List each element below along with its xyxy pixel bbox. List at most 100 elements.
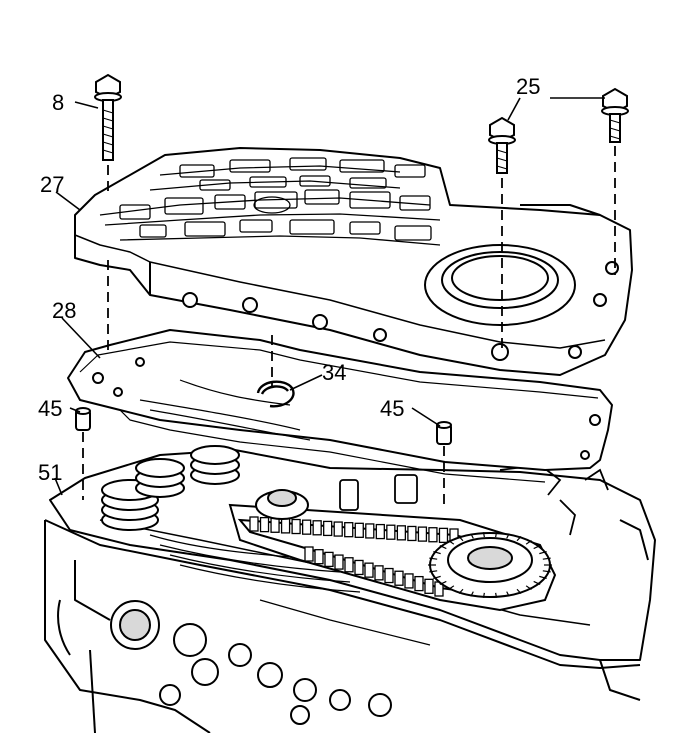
sprocket-tooth <box>448 539 455 545</box>
chain-link <box>312 520 322 536</box>
accumulator-springs <box>101 445 240 531</box>
sprocket-tooth <box>539 550 547 555</box>
spacer-plate-gasket <box>67 329 613 483</box>
valve-bore <box>119 204 151 220</box>
sprocket-tooth <box>506 533 510 539</box>
sprocket-tooth <box>429 557 438 560</box>
sprocket-tooth <box>482 592 485 598</box>
chain-link <box>314 549 324 565</box>
chain-link <box>291 518 301 535</box>
valve-bore <box>184 221 226 237</box>
valve-bore <box>299 175 331 187</box>
valve-bore <box>249 176 287 188</box>
callout-28: 28 <box>52 298 77 323</box>
sprocket-tooth <box>439 545 447 550</box>
sprocket-tooth <box>458 588 464 594</box>
chain-link <box>404 573 414 589</box>
leader-lines <box>54 97 605 496</box>
valve-bore <box>289 219 335 235</box>
chain-link <box>364 562 374 578</box>
valve-bore <box>349 177 387 189</box>
sprocket-tooth <box>516 536 522 542</box>
valve-body-channel <box>119 235 441 246</box>
bolts <box>94 73 629 174</box>
sprocket-tooth <box>439 580 447 585</box>
sprocket-tooth <box>539 575 547 580</box>
locating-pins <box>75 407 452 445</box>
valve-body-port <box>253 196 291 214</box>
chain-link <box>304 546 314 562</box>
valve-body-channel <box>99 197 431 216</box>
chain-link <box>386 524 396 540</box>
chain-link <box>375 523 385 540</box>
chain-link <box>438 527 449 544</box>
sprocket-tooth <box>525 585 532 591</box>
callout-34: 34 <box>322 360 347 385</box>
sprocket-tooth <box>525 539 532 545</box>
chain-link <box>323 520 333 537</box>
sprocket-tooth <box>433 575 441 580</box>
sprocket-tooth <box>448 585 455 591</box>
chain-link <box>417 526 428 542</box>
chain-link <box>344 557 354 573</box>
valve-bore <box>304 189 340 205</box>
chain-link <box>270 517 280 533</box>
sprocket-tooth <box>482 532 485 538</box>
sprocket-tooth <box>458 536 464 542</box>
valve-bore <box>394 225 432 241</box>
sprocket-tooth <box>470 591 474 597</box>
valve-bore <box>229 159 271 173</box>
valve-bore <box>254 191 298 209</box>
chain-link <box>301 519 312 535</box>
chain-link <box>384 567 394 584</box>
chain-link <box>365 523 375 539</box>
callout-25: 25 <box>516 74 541 99</box>
valve-bore <box>349 191 391 209</box>
sprocket-tooth <box>495 592 498 598</box>
callout-45-left: 45 <box>38 396 63 421</box>
valve-bore <box>394 164 426 178</box>
valve-bore <box>349 221 381 235</box>
valve-bore <box>239 219 273 233</box>
chain-link <box>414 575 424 592</box>
chain-link <box>334 554 344 570</box>
sprocket-tooth <box>433 550 441 555</box>
callout-45-right: 45 <box>380 396 405 421</box>
valve-body-channel <box>159 165 401 176</box>
sprocket-tooth <box>429 570 438 573</box>
chain-link <box>354 559 364 576</box>
callout-27: 27 <box>40 172 65 197</box>
valve-bore <box>214 194 246 210</box>
chain-link <box>259 516 270 533</box>
chain-link <box>354 522 364 538</box>
valve-bore <box>289 157 327 171</box>
chain-link <box>374 565 384 581</box>
chain-link <box>333 521 343 537</box>
valve-bore <box>179 164 215 178</box>
sprocket-tooth <box>542 557 551 560</box>
sprocket-tooth <box>542 570 551 573</box>
chain-link <box>407 525 417 542</box>
sprocket-tooth <box>533 580 541 585</box>
sprocket-tooth <box>533 545 541 550</box>
chain-link <box>396 525 407 541</box>
valve-body <box>74 147 633 376</box>
chain-link <box>249 516 259 532</box>
valve-body-channel <box>149 180 401 191</box>
chain-link <box>424 578 434 594</box>
sprocket-tooth <box>506 591 510 597</box>
chain-link <box>280 518 291 534</box>
sprocket-tooth <box>495 532 498 538</box>
chain-link <box>394 570 404 586</box>
valve-bore <box>164 197 204 215</box>
chain-link <box>428 527 438 543</box>
valve-bore <box>199 179 231 191</box>
sprocket-tooth <box>470 533 474 539</box>
snap-ring <box>256 380 295 408</box>
callout-51: 51 <box>38 460 63 485</box>
valve-body-channel <box>104 213 441 226</box>
valve-bore <box>339 159 385 173</box>
valve-bore <box>139 224 167 238</box>
